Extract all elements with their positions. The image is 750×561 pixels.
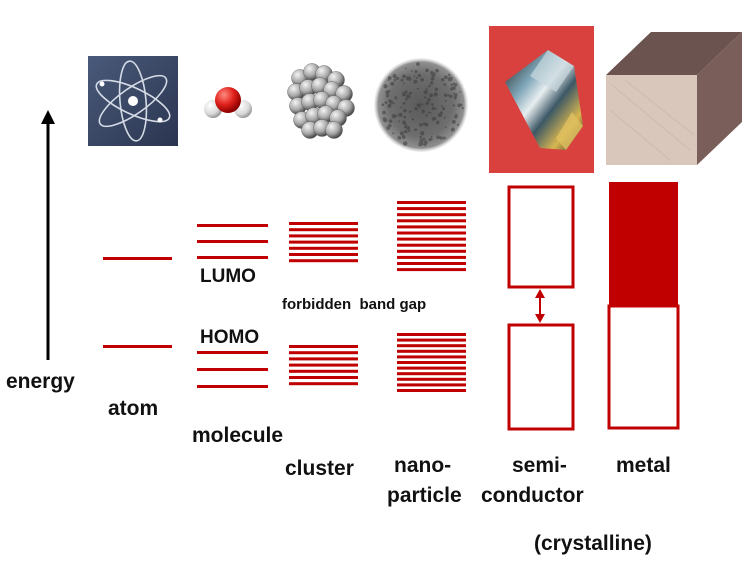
cluster-level-line [289,228,358,231]
atom-energy-levels [103,257,172,348]
nanoparticle-level-line [397,389,466,392]
nanoparticle-level-line [397,372,466,375]
nanoparticle-label-line2: particle [387,485,462,506]
cluster-level-line [289,241,358,244]
nanoparticle-label-line1: nano- [394,455,451,476]
cluster-level-line [289,234,358,237]
nanoparticle-level-line [397,256,466,259]
cluster-label: cluster [285,458,354,479]
semiconductor-label-line2: conductor [481,485,584,506]
molecule-energy-levels [197,224,268,388]
nanoparticle-level-line [397,339,466,342]
nanoparticle-level-line [397,355,466,358]
crystalline-footnote: (crystalline) [534,533,652,554]
metal-band [609,182,678,428]
cluster-level-line [289,376,358,379]
nanoparticle-level-line [397,378,466,381]
homo-label: HOMO [200,328,259,347]
nanoparticle-level-line [397,344,466,347]
metal-bar-image [606,32,742,165]
nanoparticle-micrograph-image [374,58,468,152]
nanoparticle-level-line [397,213,466,216]
semiconductor-crystal-image [489,26,594,173]
cluster-level-line [289,247,358,250]
cluster-level-line [289,364,358,367]
nanoparticle-level-line [397,268,466,271]
nanoparticle-level-line [397,232,466,235]
nanoparticle-level-line [397,207,466,210]
nanoparticle-level-line [397,262,466,265]
nanoparticle-level-line [397,367,466,370]
cluster-level-line [289,253,358,256]
cluster-level-line [289,259,358,262]
cluster-level-line [289,357,358,360]
cluster-model-image [288,64,355,139]
nanoparticle-level-line [397,244,466,247]
nanoparticle-level-line [397,250,466,253]
nanoparticle-level-line [397,383,466,386]
energy-axis-label: energy [6,371,75,392]
band-gap-arrow [535,289,545,323]
lumo-label: LUMO [200,267,256,286]
semiconductor-label-line1: semi- [512,455,567,476]
nanoparticle-level-line [397,361,466,364]
metal-label: metal [616,455,671,476]
cluster-level-line [289,345,358,348]
energy-axis-arrow [41,110,55,360]
cluster-level-line [289,382,358,385]
band-gap-label: forbidden band gap [282,297,426,312]
cluster-level-line [289,351,358,354]
nanoparticle-level-line [397,333,466,336]
nanoparticle-level-line [397,225,466,228]
atom-illustration-image [88,56,178,146]
cluster-level-line [289,222,358,225]
nanoparticle-level-line [397,238,466,241]
nanoparticle-level-line [397,219,466,222]
nanoparticle-level-line [397,201,466,204]
atom-label: atom [108,398,158,419]
nanoparticle-level-line [397,350,466,353]
molecule-label: molecule [192,425,283,446]
water-molecule-image [204,87,252,118]
cluster-level-line [289,370,358,373]
